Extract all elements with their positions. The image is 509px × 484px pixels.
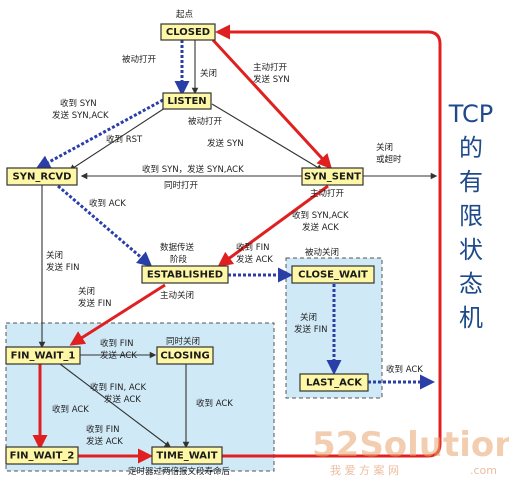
label-simul-open-2: 同时打开 <box>164 180 199 191</box>
label-rcv-fin-1: 收到 FIN <box>236 242 269 253</box>
side-title-char-6: 机 <box>459 304 483 332</box>
state-time-wait: TIME_WAIT <box>151 446 223 465</box>
state-syn-rcvd: SYN_RCVD <box>6 167 78 186</box>
label-passive-close: 被动关闭 <box>305 247 339 258</box>
state-listen: LISTEN <box>162 92 212 110</box>
edge-closed-synsent-red <box>211 38 333 170</box>
side-title: TCP 的 有 限 状 态 机 <box>448 100 493 332</box>
state-fin-wait-2-label: FIN_WAIT_2 <box>10 451 75 462</box>
label-close-timeout-1: 关闭 <box>376 142 393 153</box>
state-close-wait-label: CLOSE_WAIT <box>298 270 368 281</box>
edge-established-finwait1-red <box>69 283 166 346</box>
state-established: ESTABLISHED <box>141 265 229 284</box>
label-close-finrcvd-2: 发送 FIN <box>46 262 79 273</box>
label-data-1: 数据传送 <box>160 242 195 253</box>
label-rcv-ack-1: 收到 ACK <box>89 198 126 209</box>
label-passive-open: 被动打开 <box>122 54 157 65</box>
label-rcv-synack-2: 发送 ACK <box>302 222 339 233</box>
state-closing-label: CLOSING <box>160 351 209 362</box>
label-send-syn: 发送 SYN <box>207 138 244 149</box>
state-closing: CLOSING <box>156 346 214 365</box>
label-close-est-2: 发送 FIN <box>78 298 111 309</box>
side-title-char-3: 限 <box>459 202 483 230</box>
label-active-open-3: 主动打开 <box>310 188 345 199</box>
label-rcv-ack-fw1: 收到 ACK <box>52 404 89 415</box>
label-cw-close-1: 关闭 <box>300 312 317 323</box>
label-fw1-rcv-fin-2: 发送 ACK <box>100 350 137 361</box>
label-close-listen: 关闭 <box>200 68 217 79</box>
label-cw-close-2: 发送 FIN <box>294 324 327 335</box>
state-last-ack-label: LAST_ACK <box>306 378 363 389</box>
label-close-timeout-2: 或超时 <box>376 154 402 165</box>
label-fw1-finack-1: 收到 FIN, ACK <box>90 382 146 393</box>
edge-synrcvd-established-blue <box>57 184 153 267</box>
label-simul-open-1: 收到 SYN，发送 SYN,ACK <box>142 164 244 175</box>
edge-listen-synsent-black <box>211 103 324 171</box>
edge-finwait1-timewait <box>59 363 172 448</box>
state-established-label: ESTABLISHED <box>147 270 223 281</box>
state-listen-label: LISTEN <box>167 96 206 107</box>
label-fw2-rcv-fin-2: 发送 ACK <box>86 436 123 447</box>
watermark-sub: 我 爱 方 案 网 <box>330 463 399 477</box>
label-passive-open-2: 被动打开 <box>188 116 223 127</box>
state-fin-wait-2: FIN_WAIT_2 <box>5 446 79 465</box>
label-active-close: 主动关闭 <box>160 290 194 301</box>
edge-listen-synrcvd-rst <box>68 105 169 171</box>
label-rcv-ack-closing: 收到 ACK <box>196 398 233 409</box>
state-fin-wait-1: FIN_WAIT_1 <box>5 346 81 365</box>
side-title-char-0: TCP <box>448 100 493 128</box>
state-closed: CLOSED <box>160 23 216 41</box>
label-rcv-synack-1: 收到 SYN,ACK <box>292 210 349 221</box>
label-active-open-1: 主动打开 <box>253 62 288 73</box>
label-fw1-finack-2: 发送 ACK <box>104 394 141 405</box>
label-fw1-rcv-fin-1: 收到 FIN <box>100 338 133 349</box>
side-title-char-4: 状 <box>459 236 483 264</box>
state-syn-sent-label: SYN_SENT <box>304 172 361 183</box>
state-close-wait: CLOSE_WAIT <box>291 265 375 284</box>
watermark-main: 52Solution <box>312 425 509 465</box>
edge-timewait-closed-red <box>215 24 442 458</box>
watermark-domain: .com <box>470 464 497 477</box>
state-syn-sent: SYN_SENT <box>301 167 364 186</box>
label-timeout-note: 定时器过两倍报文段寿命后 <box>128 466 231 477</box>
watermark: 52Solution 我 爱 方 案 网 .com <box>312 425 509 477</box>
label-rcv-fin-2: 发送 ACK <box>236 254 273 265</box>
state-fin-wait-1-label: FIN_WAIT_1 <box>11 351 76 362</box>
label-rcv-syn-2: 发送 SYN,ACK <box>52 110 109 121</box>
edge-listen-synrcvd-blue <box>35 98 164 170</box>
edge-synsent-established-red <box>217 184 329 267</box>
label-rcv-syn-1: 收到 SYN <box>60 98 97 109</box>
side-title-char-5: 态 <box>459 270 483 298</box>
state-last-ack: LAST_ACK <box>299 373 369 392</box>
side-title-char-2: 有 <box>459 168 483 196</box>
label-data-2: 阶段 <box>170 254 188 265</box>
label-close-finrcvd-1: 关闭 <box>46 250 63 261</box>
label-active-open-2: 发送 SYN <box>253 74 290 85</box>
state-closed-label: CLOSED <box>166 27 210 38</box>
label-rcv-rst: 收到 RST <box>106 134 143 145</box>
state-time-wait-label: TIME_WAIT <box>156 451 217 462</box>
label-close-est-1: 关闭 <box>78 286 95 297</box>
side-title-char-1: 的 <box>459 134 483 162</box>
state-syn-rcvd-label: SYN_RCVD <box>13 172 72 183</box>
label-rcv-ack-lastack: 收到 ACK <box>386 364 423 375</box>
label-simul-close: 同时关闭 <box>166 336 200 347</box>
label-start: 起点 <box>176 10 194 20</box>
label-fw2-rcv-fin-1: 收到 FIN <box>86 424 119 435</box>
